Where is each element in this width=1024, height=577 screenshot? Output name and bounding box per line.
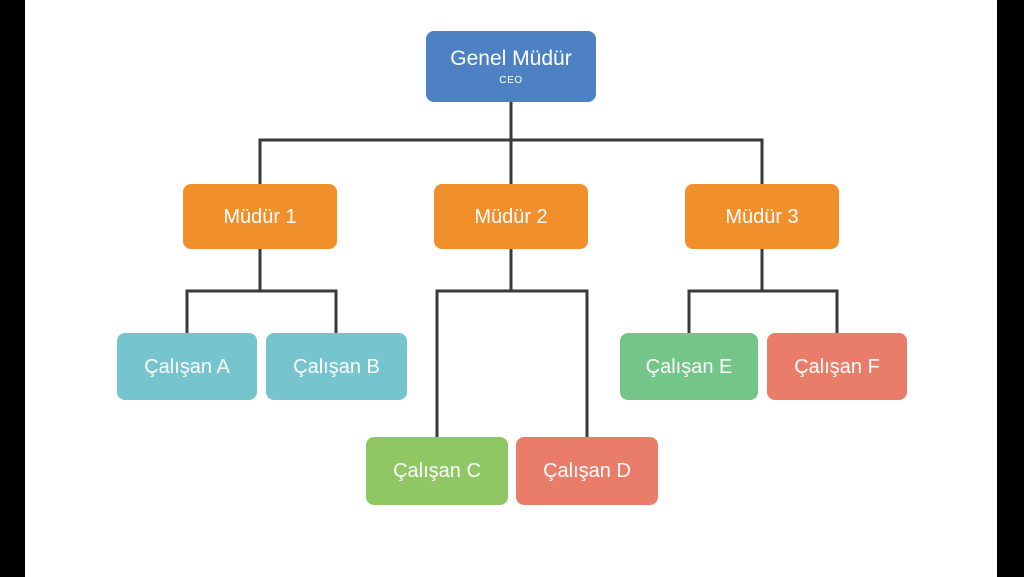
connector-mudur3-to-children xyxy=(687,247,839,335)
org-node-calisan-f: Çalışan F xyxy=(767,333,907,400)
connector-mudur1-to-children xyxy=(185,247,338,335)
org-node-label: Genel Müdür xyxy=(450,47,572,71)
letterbox-right xyxy=(997,0,1024,577)
org-node-label: Çalışan E xyxy=(645,355,733,378)
letterbox-left xyxy=(0,0,25,577)
org-node-calisan-a: Çalışan A xyxy=(117,333,257,400)
org-node-label: Müdür 3 xyxy=(725,205,799,228)
connector-ceo-to-managers xyxy=(258,100,764,186)
org-node-sublabel: CEO xyxy=(499,74,523,86)
org-node-mudur-3: Müdür 3 xyxy=(685,184,839,249)
org-node-mudur-1: Müdür 1 xyxy=(183,184,337,249)
org-node-label: Çalışan C xyxy=(393,460,481,482)
connector-mudur2-to-children xyxy=(435,247,589,439)
org-node-calisan-d: Çalışan D xyxy=(516,437,658,505)
org-node-label: Müdür 2 xyxy=(474,205,548,228)
org-node-mudur-2: Müdür 2 xyxy=(434,184,588,249)
org-node-calisan-c: Çalışan C xyxy=(366,437,508,505)
org-node-label: Çalışan A xyxy=(144,355,230,378)
org-node-label: Çalışan F xyxy=(794,355,880,378)
org-node-genel-mudur: Genel Müdür CEO xyxy=(426,31,596,102)
org-node-calisan-e: Çalışan E xyxy=(620,333,758,400)
org-node-label: Çalışan B xyxy=(293,355,380,378)
org-node-label: Çalışan D xyxy=(543,460,631,482)
org-node-label: Müdür 1 xyxy=(223,205,297,228)
org-node-calisan-b: Çalışan B xyxy=(266,333,407,400)
